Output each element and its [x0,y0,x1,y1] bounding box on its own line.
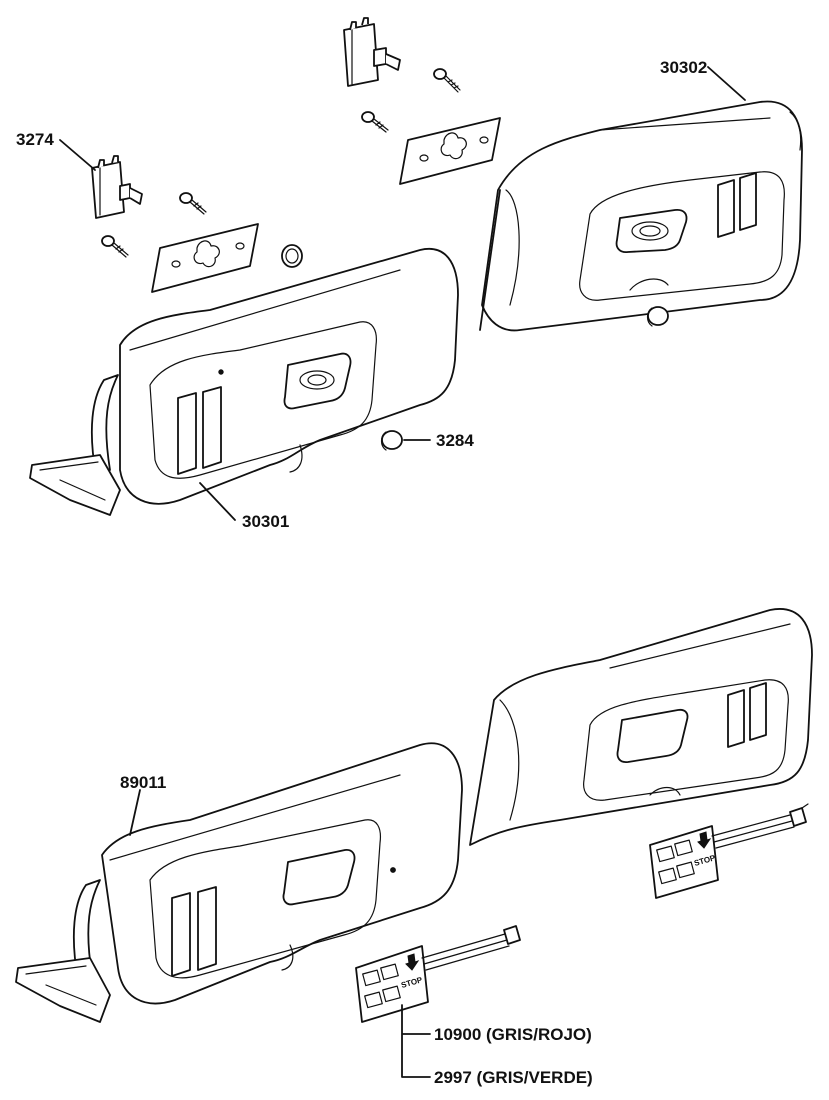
mounting-plate-top [399,117,501,185]
housing-30301 [29,247,459,516]
label-30301: 30301 [242,512,289,531]
label-3274: 3274 [16,130,54,149]
control-panel-bottom: STOP [355,925,521,1023]
foot-3284 [380,430,431,451]
control-panel-right: STOP [649,803,809,899]
switch-top [343,17,401,87]
label-30302: 30302 [660,58,707,77]
housing-89011 [15,742,463,1023]
screw-group-top [101,68,461,258]
leader-panel-parts [401,1004,431,1078]
foot-top [646,306,669,327]
leader-30301 [199,482,236,521]
screw-3 [179,192,207,215]
housing-30302 [479,100,803,332]
screw-4 [101,235,129,258]
mounting-plate-left [151,223,259,293]
screw-2 [361,111,389,133]
label-3284: 3284 [436,431,474,450]
label-89011: 89011 [120,773,166,792]
leader-30302 [707,66,746,101]
switch-3274 [59,139,143,219]
leader-89011 [129,789,141,836]
label-2997: 2997 (GRIS/VERDE) [434,1068,593,1087]
screw-1 [433,68,461,93]
ring-clip [281,244,303,268]
housing-right-bottom [469,608,813,846]
label-10900: 10900 (GRIS/ROJO) [434,1025,592,1044]
